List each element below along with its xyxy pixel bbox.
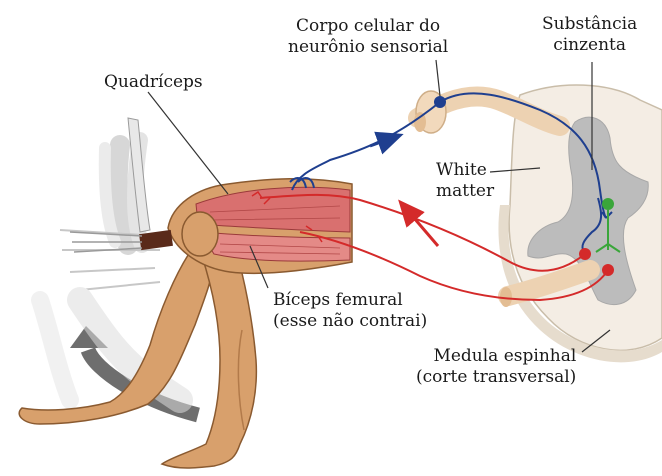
label-quadriceps: Quadríceps	[104, 72, 203, 93]
label-biceps-femoris-line2: (esse não contrai)	[273, 311, 427, 332]
label-gray-matter-line2: cinzenta	[542, 35, 637, 56]
label-white-matter-line1: White	[436, 160, 494, 181]
label-sensory-cell-body-line2: neurônio sensorial	[288, 37, 448, 58]
label-biceps-femoris-line1: Bíceps femural	[273, 290, 427, 311]
label-spinal-cord-line1: Medula espinhal	[416, 346, 576, 367]
spinal-cord-cross-section	[498, 85, 662, 362]
knee	[182, 212, 218, 256]
label-white-matter-line2: matter	[436, 181, 494, 202]
label-spinal-cord-line2: (corte transversal)	[416, 367, 576, 388]
label-sensory-cell-body-line1: Corpo celular do	[288, 16, 448, 37]
label-white-matter: White matter	[436, 160, 494, 202]
label-biceps-femoris: Bíceps femural (esse não contrai)	[273, 290, 427, 332]
sensory-direction-arrow	[370, 136, 398, 146]
label-spinal-cord: Medula espinhal (corte transversal)	[416, 346, 576, 388]
label-sensory-cell-body: Corpo celular do neurônio sensorial	[288, 16, 448, 58]
label-gray-matter-line1: Substância	[542, 14, 637, 35]
label-gray-matter: Substância cinzenta	[542, 14, 637, 56]
